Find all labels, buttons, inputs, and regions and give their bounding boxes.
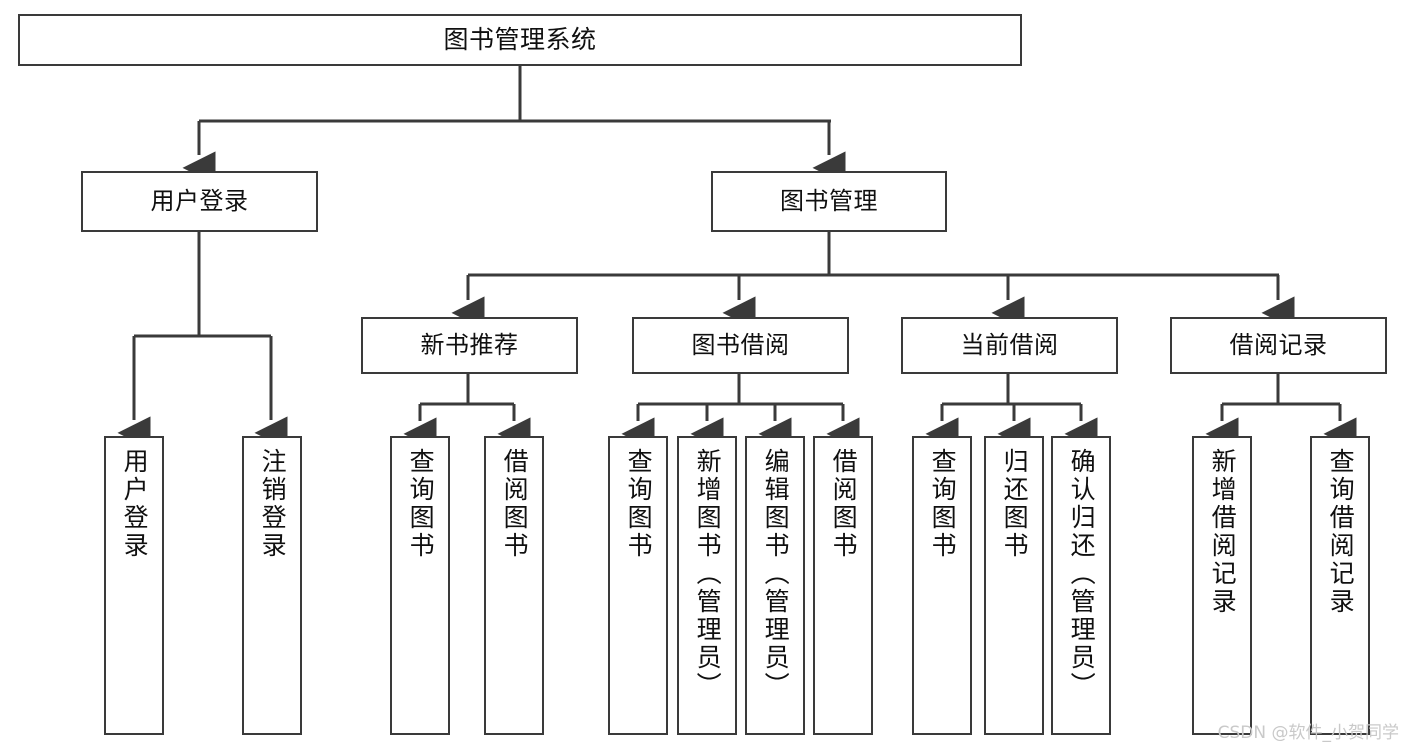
- node-leaf-borrow-book-2-label: 借阅图书: [829, 448, 859, 560]
- node-leaf-return-book-label: 归还图书: [1000, 448, 1030, 560]
- node-leaf-add-borrow-record[interactable]: 新增借阅记录: [1192, 436, 1252, 735]
- node-leaf-edit-book-label: 编辑图书（管理员）: [761, 448, 791, 700]
- node-book-borrow[interactable]: 图书借阅: [632, 317, 849, 374]
- node-user-login-label: 用户登录: [150, 187, 249, 216]
- node-book-management-label: 图书管理: [780, 187, 878, 216]
- node-leaf-query-book-2[interactable]: 查询图书: [608, 436, 668, 735]
- node-current-borrow-label: 当前借阅: [960, 331, 1059, 360]
- node-leaf-query-book-2-label: 查询图书: [624, 448, 654, 560]
- node-leaf-add-book[interactable]: 新增图书（管理员）: [677, 436, 737, 735]
- watermark: CSDN @软件_小贺同学: [1217, 723, 1399, 743]
- node-leaf-return-book[interactable]: 归还图书: [984, 436, 1044, 735]
- node-leaf-query-book-3-label: 查询图书: [928, 448, 958, 560]
- node-book-management[interactable]: 图书管理: [711, 171, 947, 232]
- node-leaf-query-borrow-record[interactable]: 查询借阅记录: [1310, 436, 1370, 735]
- node-borrow-record[interactable]: 借阅记录: [1170, 317, 1387, 374]
- node-new-book-recommend-label: 新书推荐: [420, 331, 519, 360]
- node-leaf-logout[interactable]: 注销登录: [242, 436, 302, 735]
- node-leaf-borrow-book-2[interactable]: 借阅图书: [813, 436, 873, 735]
- node-leaf-user-login-label: 用户登录: [120, 448, 150, 560]
- node-leaf-query-book-3[interactable]: 查询图书: [912, 436, 972, 735]
- node-leaf-user-login[interactable]: 用户登录: [104, 436, 164, 735]
- node-leaf-logout-label: 注销登录: [258, 448, 288, 560]
- node-leaf-borrow-book-1-label: 借阅图书: [500, 448, 530, 560]
- node-leaf-borrow-book-1[interactable]: 借阅图书: [484, 436, 544, 735]
- node-book-borrow-label: 图书借阅: [691, 331, 790, 360]
- node-leaf-add-borrow-record-label: 新增借阅记录: [1208, 448, 1238, 616]
- node-root[interactable]: 图书管理系统: [18, 14, 1022, 66]
- node-leaf-query-book-1-label: 查询图书: [406, 448, 436, 560]
- node-user-login[interactable]: 用户登录: [81, 171, 318, 232]
- node-leaf-confirm-return[interactable]: 确认归还（管理员）: [1051, 436, 1111, 735]
- node-borrow-record-label: 借阅记录: [1229, 331, 1328, 360]
- node-leaf-confirm-return-label: 确认归还（管理员）: [1067, 448, 1097, 700]
- node-leaf-query-borrow-record-label: 查询借阅记录: [1326, 448, 1356, 616]
- node-leaf-query-book-1[interactable]: 查询图书: [390, 436, 450, 735]
- node-current-borrow[interactable]: 当前借阅: [901, 317, 1118, 374]
- node-leaf-add-book-label: 新增图书（管理员）: [693, 448, 723, 700]
- node-new-book-recommend[interactable]: 新书推荐: [361, 317, 578, 374]
- node-root-label: 图书管理系统: [443, 25, 597, 55]
- node-leaf-edit-book[interactable]: 编辑图书（管理员）: [745, 436, 805, 735]
